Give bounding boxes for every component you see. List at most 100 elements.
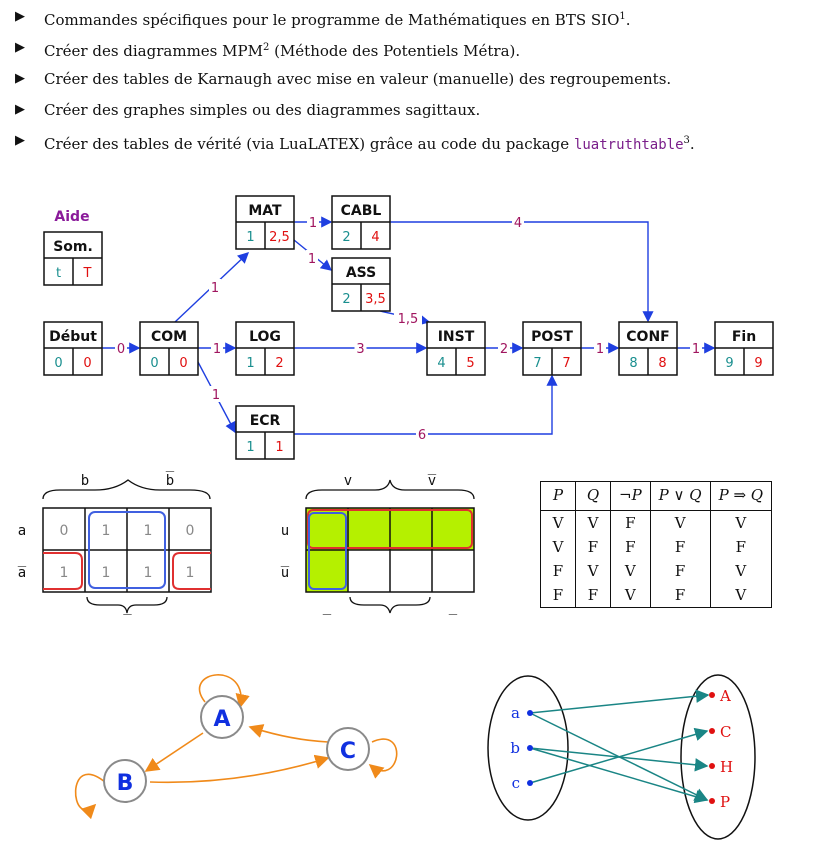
triangle-bullet-icon: ▶: [15, 102, 25, 117]
mpm-edge: 3: [294, 340, 428, 357]
graph-node-label: C: [340, 739, 356, 764]
node-name: ASS: [346, 265, 376, 281]
edge-duration-label: 2: [500, 342, 508, 357]
mpm-edge: 1: [293, 239, 333, 271]
kmap1-cell: 1: [102, 523, 111, 539]
help-title: Aide: [54, 209, 89, 225]
karnaugh-map-2: v v̅ u u̅ w̅ w w̅: [281, 473, 475, 615]
node-early-date: 2: [342, 230, 350, 245]
bullet-item: ▶Créer des tables de vérité (via LuaLATE…: [12, 130, 812, 161]
node-early-date: 1: [246, 356, 254, 371]
package-name: luatruthtable: [573, 137, 684, 153]
node-name: CABL: [341, 203, 382, 219]
arrow-a-A: [529, 689, 710, 714]
truth-table-header: P: [540, 481, 576, 511]
kmap2-top-label: v̅: [428, 473, 437, 489]
arrow-b-P: [529, 747, 709, 804]
node-name: COM: [151, 329, 187, 345]
mpm-edge: 1: [174, 252, 250, 323]
loop-edge-C: [368, 738, 398, 779]
kmap1-top-label: b̅: [166, 471, 175, 489]
bullet-item: ▶Commandes spécifiques pour le programme…: [12, 6, 812, 37]
mpm-edge: 1: [197, 361, 236, 434]
node-late-date: 0: [179, 356, 187, 371]
node-name: MAT: [248, 203, 282, 219]
node-late-date: 1: [275, 440, 283, 455]
node-early-date: 1: [246, 230, 254, 245]
edge-duration-label: 3: [356, 342, 364, 357]
mpm-edge: 4: [390, 214, 654, 323]
bullet-item: ▶Créer des diagrammes MPM2 (Méthode des …: [12, 37, 812, 68]
kmap2-row-label: u: [281, 523, 289, 539]
mpm-edge: 2: [485, 340, 524, 357]
edge-duration-label: 1: [309, 216, 317, 231]
kmap1-cell: 0: [60, 523, 69, 539]
edge-duration-label: 1: [308, 252, 316, 267]
node-early-date: t: [56, 266, 61, 281]
node-early-date: 7: [533, 356, 541, 371]
kmap2-bottom-label: w: [386, 613, 395, 615]
graph-node-label: A: [213, 707, 230, 732]
domain-set: [487, 675, 569, 821]
triangle-bullet-icon: ▶: [15, 9, 25, 24]
kmap1-cell: 1: [60, 565, 69, 581]
triangle-bullet-icon: ▶: [15, 71, 25, 86]
edge-duration-label: 0: [117, 342, 125, 357]
kmap1-bottom-label: c: [60, 613, 68, 615]
domain-element: a: [511, 704, 520, 722]
mpm-node: CABL 2 4: [331, 195, 391, 250]
triangle-bullet-icon: ▶: [15, 40, 25, 55]
edge-duration-label: 6: [418, 428, 426, 443]
node-name: Fin: [732, 329, 756, 345]
edge-duration-label: 4: [514, 216, 522, 231]
domain-element: c: [512, 774, 520, 792]
loop-edge-B: [74, 773, 106, 820]
karnaugh-maps: b b̅ 0 1 1 0 1 1 1 1 a a̅ c c̅ c v v̅: [18, 471, 475, 615]
mpm-edge: 1: [677, 340, 716, 357]
kmap1-cell: 0: [186, 523, 195, 539]
node-early-date: 8: [629, 356, 637, 371]
node-late-date: 9: [754, 356, 762, 371]
kmap1-cell: 1: [144, 565, 153, 581]
loop-edge-A: [198, 674, 250, 709]
oriented-graph: A B C: [74, 674, 398, 820]
kmap2-bottom-label: w̅: [449, 613, 458, 615]
kmap2-top-label: v: [344, 473, 352, 489]
edge-duration-label: 1,5: [398, 312, 419, 327]
edge-C-A: [248, 724, 329, 743]
codomain-element: C: [720, 723, 731, 741]
truth-table-header: P ∨ Q: [649, 481, 711, 511]
node-early-date: 0: [54, 356, 62, 371]
node-early-date: 4: [437, 356, 445, 371]
truth-table-header-row: P Q ¬P P ∨ Q P ⇒ Q: [540, 481, 773, 511]
edge-duration-label: 1: [213, 342, 221, 357]
mpm-edge: 1: [294, 214, 333, 231]
mpm-edge: 1,5: [379, 310, 431, 327]
kmap2-bottom-label: w̅: [323, 613, 332, 615]
domain-element: b: [510, 739, 520, 757]
arrow-c-C: [529, 727, 709, 784]
edge-B-C: [149, 754, 330, 784]
node-late-date: 4: [371, 230, 379, 245]
node-late-date: 0: [83, 356, 91, 371]
edge-duration-label: 1: [211, 281, 219, 296]
feature-list: ▶Commandes spécifiques pour le programme…: [12, 6, 812, 161]
node-late-date: 2: [275, 356, 283, 371]
edge-duration-label: 1: [212, 388, 220, 403]
node-early-date: 0: [150, 356, 158, 371]
node-early-date: 2: [342, 292, 350, 307]
kmap1-top-label: b: [81, 473, 89, 489]
